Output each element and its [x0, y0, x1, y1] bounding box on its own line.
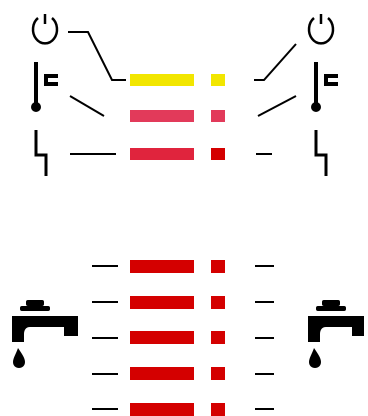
indicator-dot-power	[211, 74, 225, 86]
indicator-bar-power	[130, 74, 194, 86]
faucet-icon	[12, 300, 78, 368]
indicator-row	[92, 403, 274, 416]
indicator-bar-electric	[130, 148, 194, 160]
indicator-bar-temperature	[130, 110, 194, 122]
indicator-dot-temperature	[211, 110, 225, 122]
lightning-bolt-icon	[34, 130, 48, 176]
leader-lines-top	[68, 31, 297, 155]
thermometer-tap-icon	[31, 62, 58, 112]
bottom-indicator-group	[92, 260, 274, 416]
indicator-row	[92, 260, 274, 273]
power-button-icon	[31, 14, 59, 45]
thermometer-tap-icon	[311, 62, 338, 112]
indicator-row	[92, 367, 274, 380]
indicator-row	[92, 296, 274, 309]
faucet-icon	[308, 300, 364, 368]
lightning-bolt-icon	[314, 130, 328, 176]
power-button-icon	[307, 14, 335, 45]
indicator-row	[92, 331, 274, 344]
indicator-dot-electric	[211, 148, 225, 160]
